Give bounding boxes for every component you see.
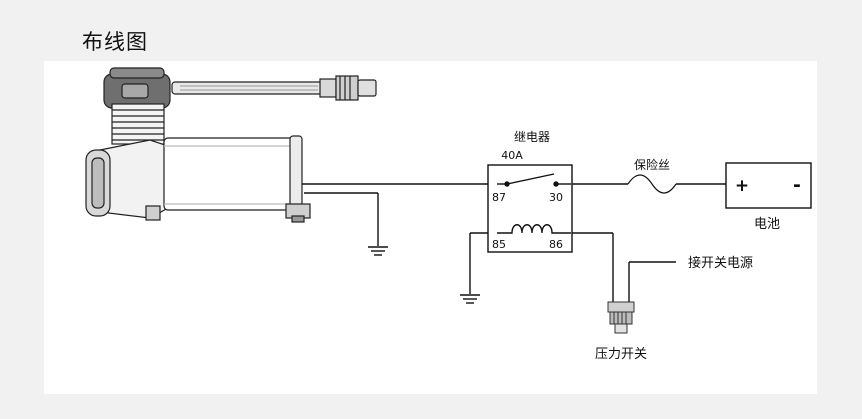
ground-icon bbox=[368, 246, 388, 256]
battery-label: 电池 bbox=[754, 217, 780, 232]
relay-pin-30: 30 bbox=[549, 191, 563, 204]
relay-title: 继电器 bbox=[514, 130, 550, 144]
relay-pin-86: 86 bbox=[549, 238, 563, 251]
relay-pin-87: 87 bbox=[492, 191, 506, 204]
air-compressor-icon bbox=[85, 67, 377, 223]
fuse-label: 保险丝 bbox=[634, 157, 670, 172]
fuse: 保险丝 bbox=[627, 157, 677, 194]
diagram-panel bbox=[44, 61, 817, 394]
page-title: 布线图 bbox=[82, 30, 148, 54]
fuse-icon bbox=[627, 174, 677, 194]
wires bbox=[302, 183, 726, 304]
battery-positive: + bbox=[735, 176, 749, 196]
relay-rating: 40A bbox=[501, 149, 523, 162]
relay: 继电器 40A 87 30 85 86 bbox=[487, 130, 573, 253]
battery-negative: - bbox=[793, 174, 801, 196]
pressure-switch-icon bbox=[607, 301, 635, 334]
ground-icon bbox=[460, 294, 480, 304]
relay-pin-85: 85 bbox=[492, 238, 506, 251]
battery: + - 电池 bbox=[725, 162, 812, 232]
pressure-switch-label: 压力开关 bbox=[595, 347, 647, 362]
relay-contact-icon bbox=[497, 173, 571, 187]
battery-icon bbox=[725, 162, 812, 209]
power-switch-label: 接开关电源 bbox=[688, 255, 753, 271]
relay-coil-icon bbox=[497, 224, 571, 234]
